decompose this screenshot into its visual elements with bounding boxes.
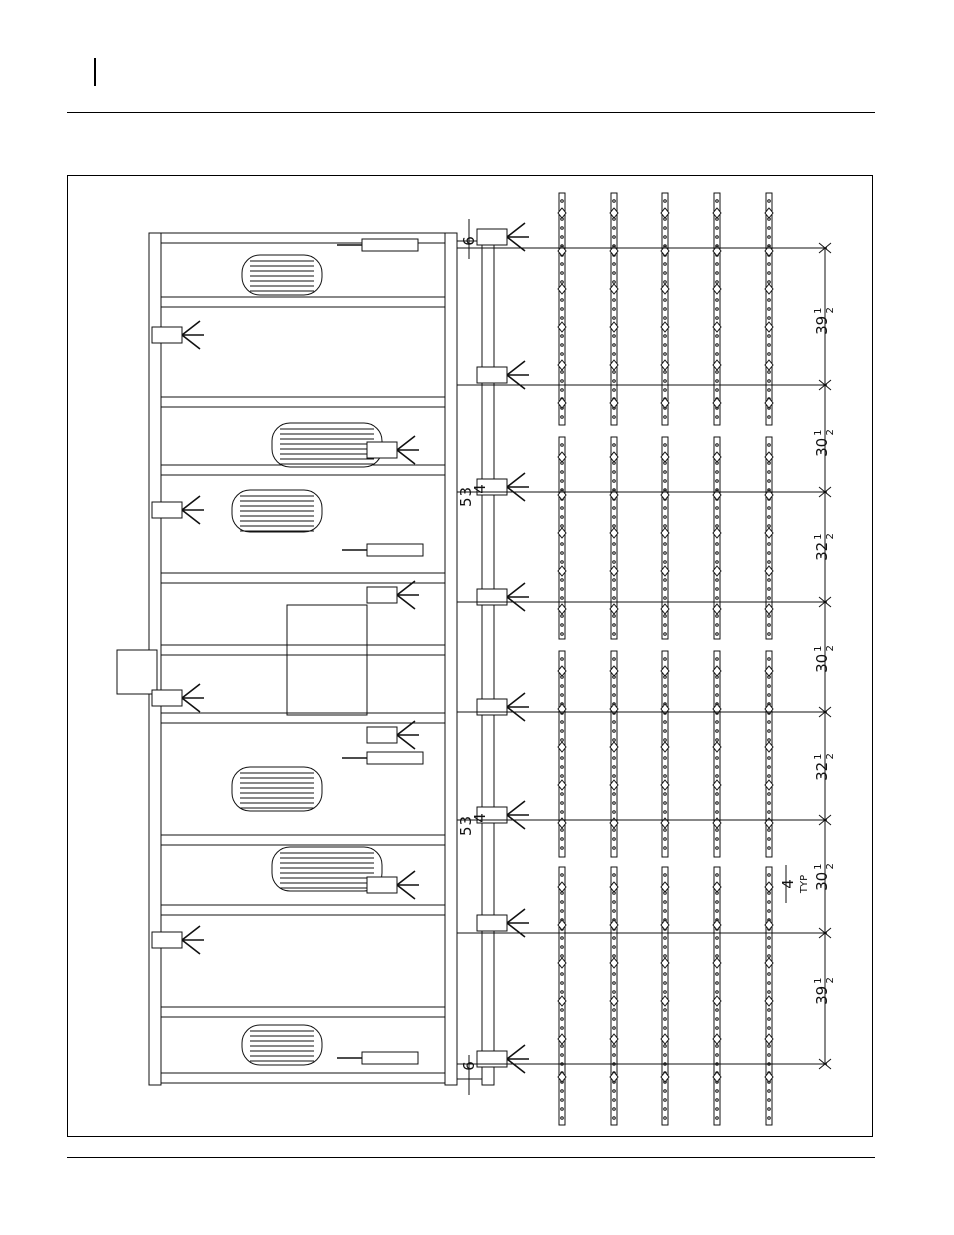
dim-den: 2 [825, 307, 836, 313]
dimensions: 3912 3012 3212 3012 3212 3012 [457, 219, 836, 1095]
tine-bar-body [766, 193, 772, 425]
tine-bar [610, 651, 618, 857]
tine-bar [661, 437, 669, 639]
shank-point [507, 801, 529, 829]
tine-bar [713, 651, 721, 857]
shank-mount [477, 915, 507, 931]
dim-num: 1 [813, 307, 824, 313]
shank-point [397, 581, 419, 609]
shank-mount [367, 587, 397, 603]
tine-bar [661, 193, 669, 425]
cross-member [161, 397, 445, 407]
center-frame [287, 605, 367, 715]
cylinder-barrel [367, 752, 423, 764]
tire-outline [272, 847, 382, 891]
shank-point [182, 321, 204, 349]
cross-member [161, 1073, 445, 1083]
hydraulic-cylinder [342, 544, 423, 556]
gauge-wheel [242, 1025, 322, 1065]
tine-bar-body [611, 193, 617, 425]
shank-mount [367, 442, 397, 458]
tine-bar [558, 651, 566, 857]
tine-bar [610, 867, 618, 1125]
tine-bar [765, 437, 773, 639]
shank-point [507, 223, 529, 251]
harrow-bars [457, 193, 827, 1125]
shank-point [507, 583, 529, 611]
shank-mount [152, 502, 182, 518]
shank [367, 721, 419, 749]
shank-mount [477, 699, 507, 715]
hydraulic-cylinder [337, 1052, 418, 1064]
gauge-wheel [242, 255, 322, 295]
tine-bar [558, 437, 566, 639]
tine-bar [558, 193, 566, 425]
tire-outline [272, 423, 382, 467]
rear-rail [445, 233, 457, 1085]
gauge-wheel [232, 767, 322, 811]
shank-point [507, 693, 529, 721]
shank-mount [367, 877, 397, 893]
cylinder-barrel [362, 239, 418, 251]
hydraulic-cylinder [342, 752, 423, 764]
shank-point [182, 496, 204, 524]
shank-mount [367, 727, 397, 743]
tine-bar [610, 437, 618, 639]
shank-point [397, 436, 419, 464]
shank-point [397, 721, 419, 749]
cross-member [161, 645, 445, 655]
svg-text:4: 4 [471, 813, 489, 823]
header-tick-mark [94, 58, 96, 86]
tine-bar [610, 193, 618, 425]
svg-text:4: 4 [471, 484, 489, 494]
cylinder-barrel [367, 544, 423, 556]
cylinder-barrel [362, 1052, 418, 1064]
cross-member [161, 835, 445, 845]
shank [367, 581, 419, 609]
header-rule [67, 112, 875, 113]
tine-bar [713, 193, 721, 425]
dimension-typ-note: TYP [799, 875, 810, 894]
hitch-block [117, 650, 157, 694]
shank-mount [152, 690, 182, 706]
shank-point [507, 1045, 529, 1073]
tine-bar-body [559, 193, 565, 425]
shank-mount [477, 1051, 507, 1067]
shank-mount [152, 932, 182, 948]
toolbar-rail [482, 233, 494, 1085]
shank-point [182, 684, 204, 712]
shank-point [397, 871, 419, 899]
tine-bar [558, 867, 566, 1125]
cross-member [161, 1007, 445, 1017]
shank-mount [477, 589, 507, 605]
implement-drawing: 3912 3012 3212 3012 3212 3012 [67, 175, 873, 1137]
cross-member [161, 573, 445, 583]
dimension-typ-value: 4 [779, 879, 797, 889]
tine-bar-body [714, 193, 720, 425]
cross-member [161, 905, 445, 915]
tire-outline [232, 767, 322, 811]
tine-bar [765, 193, 773, 425]
tine-bar [765, 867, 773, 1125]
shank-mount [477, 367, 507, 383]
gauge-wheel [232, 490, 322, 532]
implement-frame [117, 233, 494, 1085]
tine-bar [661, 651, 669, 857]
dim-whole: 39 [813, 316, 831, 335]
shank-point [182, 926, 204, 954]
gauge-wheel [272, 847, 382, 891]
footer-rule [67, 1157, 875, 1158]
tine-bar [713, 867, 721, 1125]
cross-member [161, 297, 445, 307]
tine-bar [765, 651, 773, 857]
shank-mount [152, 327, 182, 343]
tine-bar-body [662, 193, 668, 425]
gauge-wheel [272, 423, 382, 467]
tine-bar [713, 437, 721, 639]
shank-point [507, 473, 529, 501]
shank-mount [477, 229, 507, 245]
tine-bar [661, 867, 669, 1125]
